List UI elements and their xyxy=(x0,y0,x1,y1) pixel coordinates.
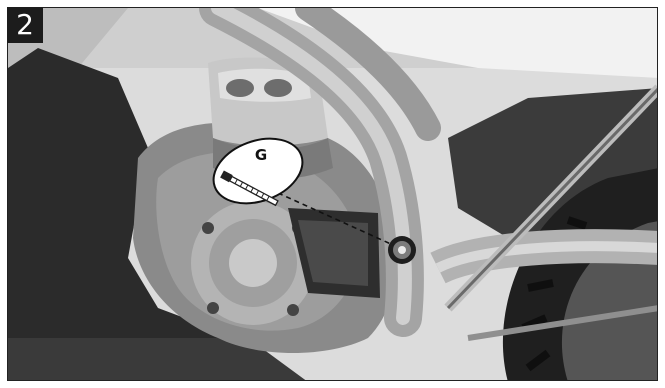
step-number-badge: 2 xyxy=(7,7,43,43)
illustration-frame: G xyxy=(7,7,658,381)
motorcycle-engine-illustration: G xyxy=(8,8,658,381)
part-letter: G xyxy=(255,146,267,164)
